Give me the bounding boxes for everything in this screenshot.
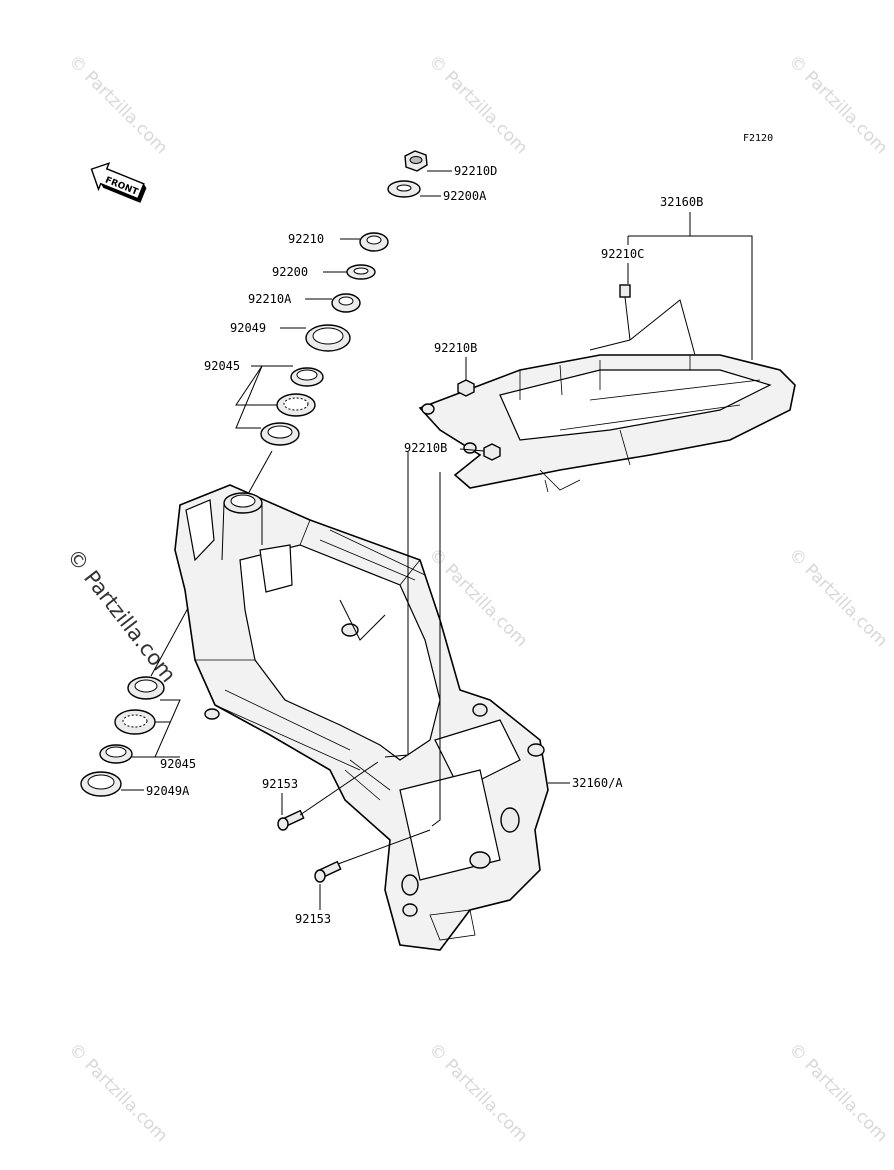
watermark: © Partzilla.com <box>784 544 891 651</box>
label-92153-top: 92153 <box>262 777 298 791</box>
side-watermark: © Partzilla.com <box>62 544 181 686</box>
watermark: © Partzilla.com <box>64 51 171 158</box>
bolt-92153-bottom <box>314 860 342 883</box>
bolt-92153-top <box>277 809 305 831</box>
label-92200: 92200 <box>272 265 308 279</box>
steering-stack-upper <box>260 150 428 446</box>
watermark: © Partzilla.com <box>784 1039 891 1146</box>
watermark: © Partzilla.com <box>424 1039 531 1146</box>
label-92210: 92210 <box>288 232 324 246</box>
label-32160B: 32160B <box>660 195 703 209</box>
label-92210D: 92210D <box>454 164 497 178</box>
subframe-mount-leaders <box>384 452 441 827</box>
diagram-code: F2120 <box>743 133 773 144</box>
label-32160A: 32160/A <box>572 776 623 790</box>
main-frame-leader: 32160/A <box>548 776 623 790</box>
label-92210B-top: 92210B <box>434 341 477 355</box>
front-arrow-icon: FRONT <box>90 162 147 203</box>
label-92045-top: 92045 <box>204 359 240 373</box>
watermark: © Partzilla.com <box>64 1039 171 1146</box>
bolt-92210B-bottom <box>483 443 501 461</box>
bolt-92210C <box>619 284 631 298</box>
bolt-92210B-top <box>457 379 475 397</box>
subframe-leaders: 32160B 92210C 92210B 92210B <box>404 195 753 455</box>
label-92210C: 92210C <box>601 247 644 261</box>
steering-stack-lower <box>80 676 165 797</box>
subframe-32160B <box>418 284 796 493</box>
label-92210B-bottom: 92210B <box>404 441 447 455</box>
label-92153-bottom: 92153 <box>295 912 331 926</box>
steering-leaders: 92210D 92200A 92210 92200 92210A 92049 9… <box>204 164 497 513</box>
label-92049A: 92049A <box>146 784 190 798</box>
label-92049: 92049 <box>230 321 266 335</box>
main-frame-32160A <box>174 484 549 951</box>
label-92200A: 92200A <box>443 189 487 203</box>
watermark: © Partzilla.com <box>424 51 531 158</box>
label-92045-bottom: 92045 <box>160 757 196 771</box>
watermark: © Partzilla.com <box>784 51 891 158</box>
lower-stack-leaders: 92045 92049A <box>121 607 196 798</box>
label-92210A: 92210A <box>248 292 292 306</box>
bolts-92153: 92153 92153 <box>262 761 431 926</box>
